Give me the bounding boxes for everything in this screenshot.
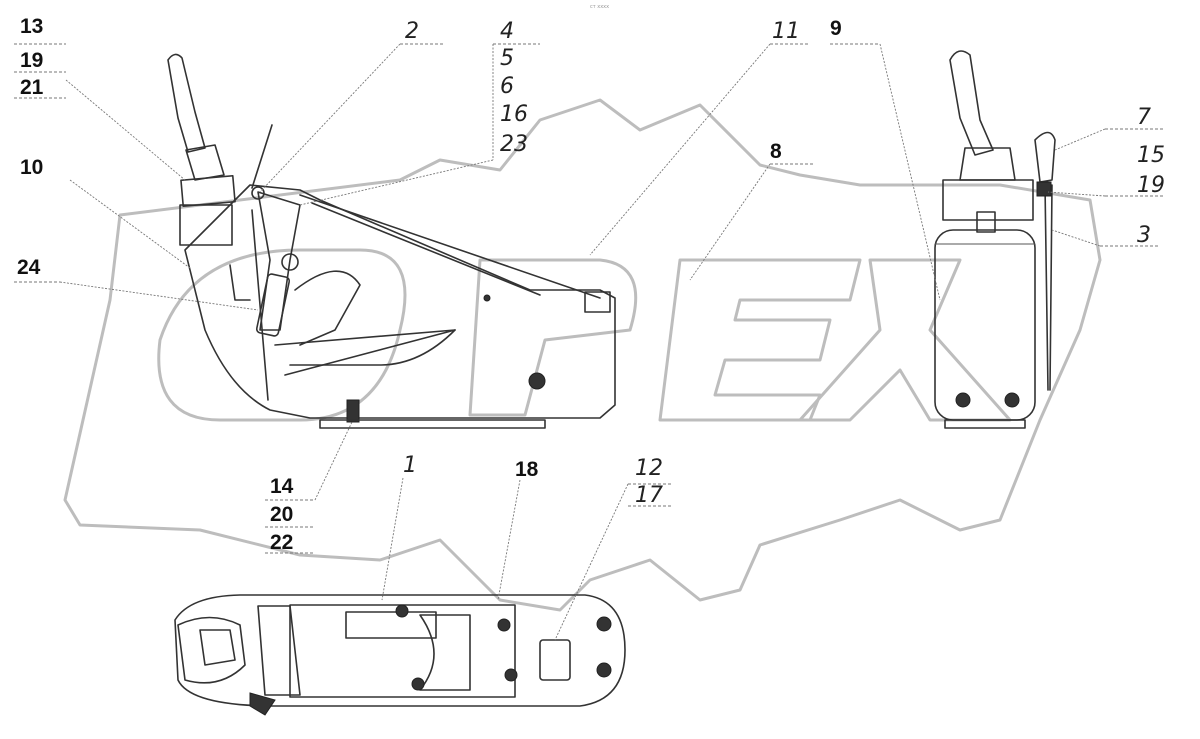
base-rail: [319, 419, 546, 429]
callout-2: 2: [405, 19, 419, 44]
callout-4: 4: [500, 19, 514, 44]
side-lever: [1034, 131, 1056, 183]
callout-23: 23: [500, 132, 528, 157]
front-view-assembly: [934, 50, 1056, 429]
callout-21: 21: [20, 76, 44, 99]
callout-13: 13: [20, 15, 43, 38]
callout-9: 9: [830, 17, 842, 40]
callout-5: 5: [500, 46, 514, 71]
callout-15: 15: [1137, 143, 1165, 168]
armrest-housing: [184, 184, 616, 419]
callout-6: 6: [500, 74, 514, 99]
callout-16: 16: [500, 102, 528, 127]
callout-3: 3: [1137, 223, 1151, 248]
callout-labels: 13 19 21 10 24 2 4 5 6 16 23 11 8 9 7 15…: [17, 15, 1165, 554]
top-view-assembly: [174, 594, 626, 716]
linkage-arm: [257, 191, 301, 331]
leader-lines: [14, 43, 1165, 641]
callout-12: 12: [635, 456, 663, 481]
side-view-assembly: [167, 53, 616, 429]
front-joystick-grip: [949, 50, 994, 156]
callout-19-left: 19: [20, 49, 43, 72]
top-housing: [174, 594, 626, 707]
callout-7: 7: [1137, 105, 1151, 130]
callout-22: 22: [270, 531, 293, 554]
callout-11: 11: [772, 19, 800, 44]
callout-17: 17: [635, 483, 663, 508]
callout-8: 8: [770, 140, 782, 163]
callout-24: 24: [17, 256, 41, 279]
callout-1: 1: [403, 453, 417, 478]
callout-20: 20: [270, 503, 293, 526]
opex-watermark: [63, 98, 1102, 612]
callout-19-right: 19: [1137, 173, 1165, 198]
callout-18: 18: [515, 458, 539, 481]
header-caption: ст xxxx: [590, 4, 609, 10]
callout-14: 14: [270, 475, 294, 498]
callout-10: 10: [20, 156, 43, 179]
top-joystick-grip: [177, 616, 246, 684]
joystick-grip: [167, 53, 206, 153]
inner-cavity: [294, 270, 361, 346]
